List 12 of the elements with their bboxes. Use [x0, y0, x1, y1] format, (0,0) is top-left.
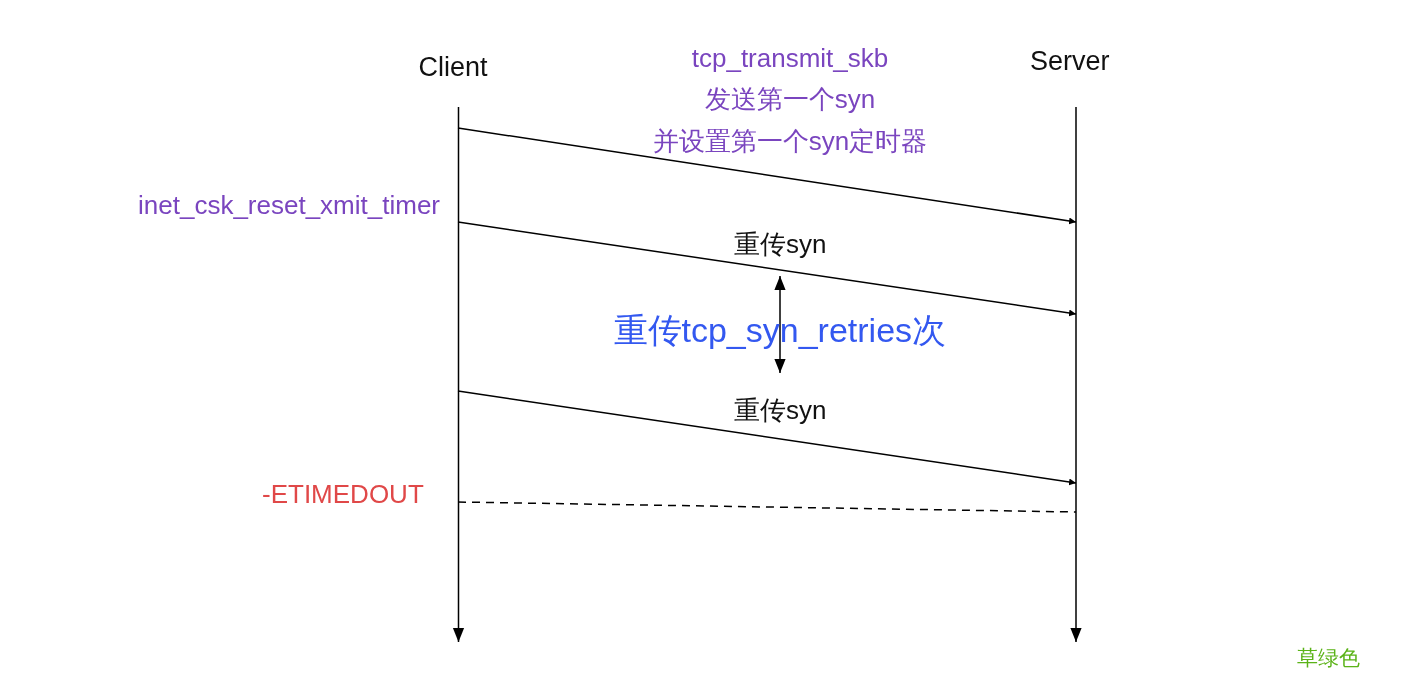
- participant-label: Server: [1030, 45, 1110, 78]
- participant-label: Client: [418, 51, 488, 84]
- edge-label: tcp_transmit_skb 发送第一个syn 并设置第一个syn定时器: [651, 41, 929, 158]
- edge-label: 重传syn: [734, 227, 827, 260]
- message-arrow: [457, 127, 1077, 225]
- function-note: inet_csk_reset_xmit_timer: [138, 188, 440, 221]
- error-note: -ETIMEDOUT: [262, 477, 424, 510]
- note-text: 草绿色: [1296, 645, 1360, 671]
- edge-label: 重传syn: [734, 393, 827, 426]
- message-arrow: [457, 390, 1077, 486]
- dashed-message-line: [457, 501, 1077, 513]
- message-arrow: [457, 221, 1077, 317]
